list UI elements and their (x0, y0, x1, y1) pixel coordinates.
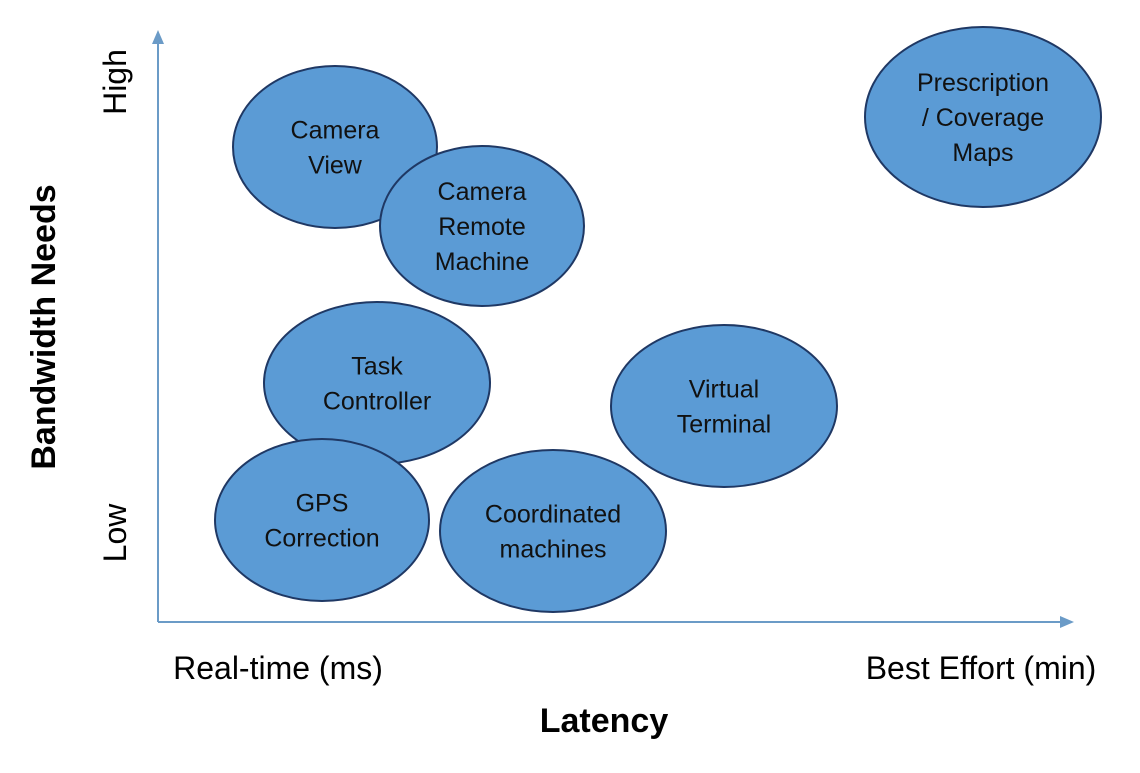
bubble-label-line: View (308, 152, 363, 180)
bubble-shape-task-controller (263, 301, 491, 465)
y-axis-title: Bandwidth Needs (25, 184, 63, 469)
bubble-label-line: Terminal (677, 411, 771, 439)
x-axis-low-label: Real-time (ms) (173, 650, 383, 686)
bubble-label-line: / Coverage (922, 104, 1044, 132)
y-axis-arrow (152, 30, 164, 44)
x-axis-title: Latency (540, 702, 669, 740)
bubble-shape-coordinated-machines (439, 449, 667, 613)
y-axis-high-label: High (97, 49, 133, 115)
bubble-label-line: Maps (952, 139, 1013, 167)
bubble-label-line: Camera (291, 117, 380, 145)
bubble-label-line: Coordinated (485, 501, 621, 529)
y-axis-low-label: Low (97, 503, 133, 563)
bubble-shape-camera-view (232, 65, 438, 229)
bubble-shape-virtual-terminal (610, 324, 838, 488)
bubble-coordinated-machines: Coordinated machines (439, 449, 667, 613)
bubble-shape-prescription-coverage-maps (864, 26, 1102, 208)
bubble-label-line: Task (351, 353, 403, 381)
bubble-label-line: Machine (435, 248, 530, 276)
bubble-label-line: Virtual (689, 376, 759, 404)
bubble-label-line: Controller (323, 388, 431, 416)
bubble-shape-camera-remote-machine (379, 145, 585, 307)
bubble-shape-gps-correction (214, 438, 430, 602)
bubble-gps-correction: GPS Correction (214, 438, 430, 602)
bubble-label-line: GPS (296, 490, 349, 518)
bubble-label-line: Prescription (917, 69, 1049, 97)
bubble-label-line: Camera (438, 178, 527, 206)
x-axis-arrow (1060, 616, 1074, 628)
bubble-label-line: Remote (438, 213, 526, 241)
x-axis-high-label: Best Effort (min) (866, 650, 1097, 686)
bubble-label-line: machines (500, 536, 607, 564)
bubble-label-line: Correction (264, 525, 379, 553)
